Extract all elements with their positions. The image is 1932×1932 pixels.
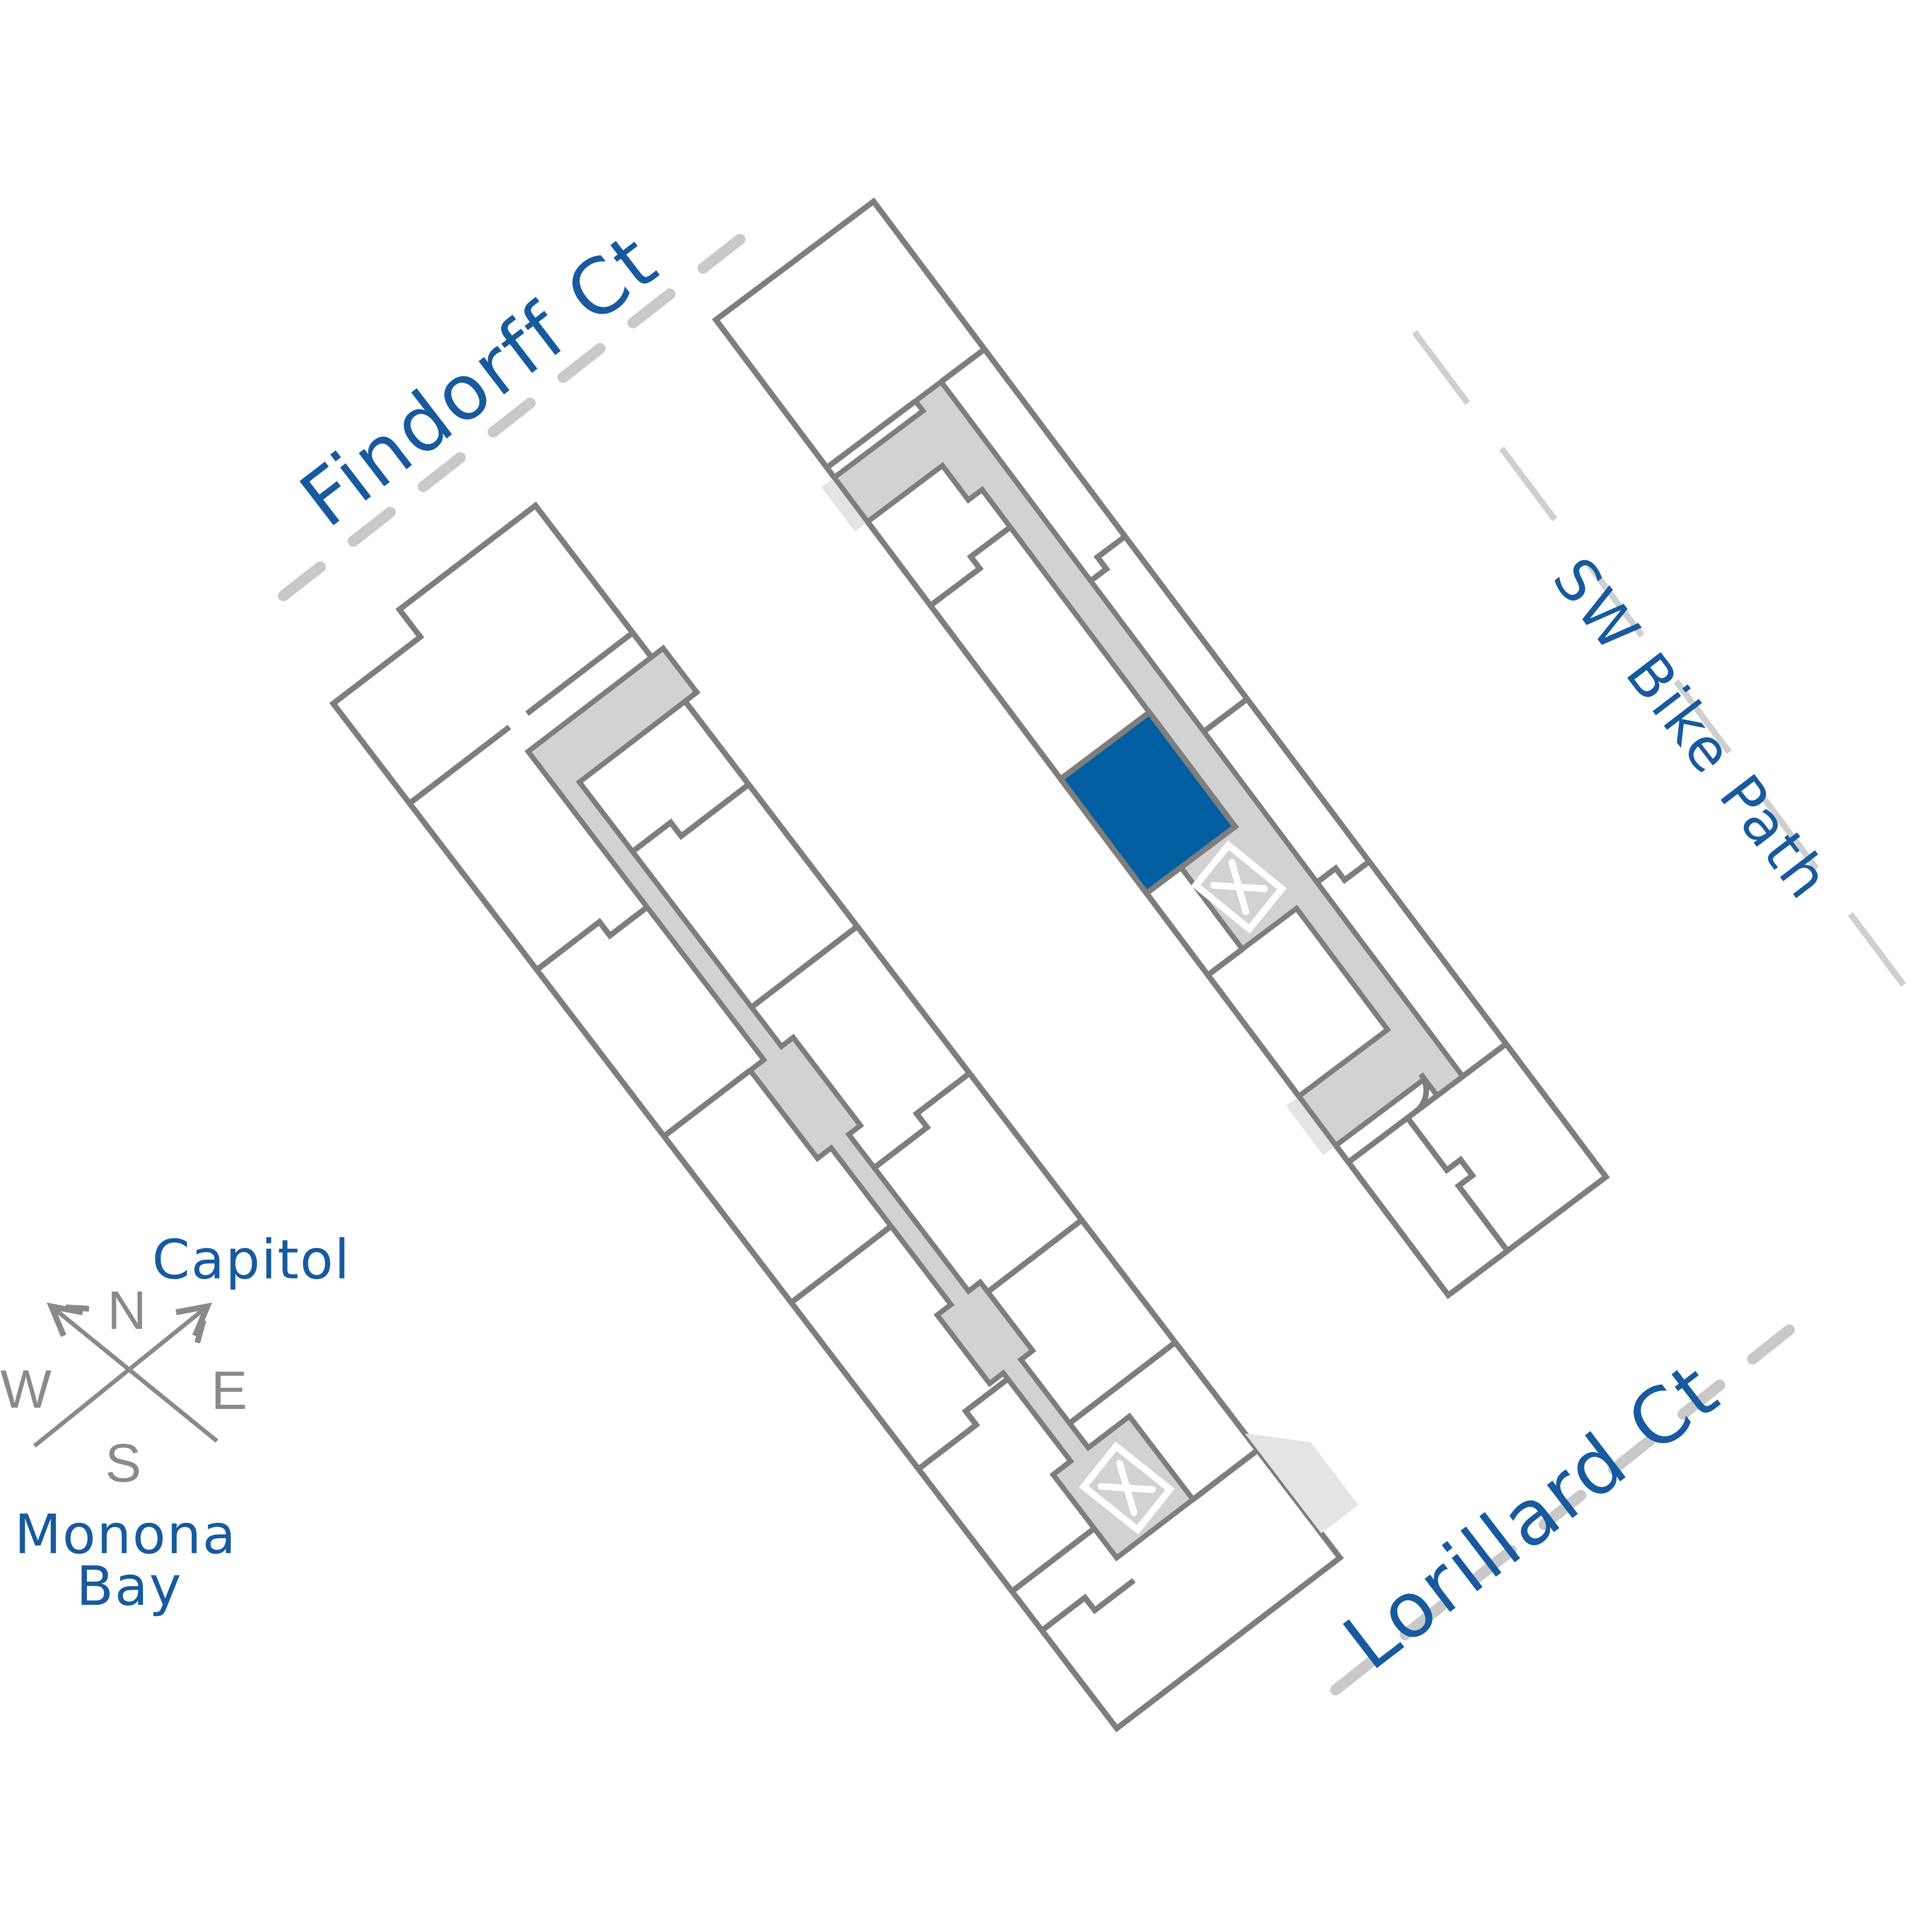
southwest-building — [329, 501, 1359, 1733]
capitol-label: Capitol — [152, 1228, 350, 1291]
compass-s: S — [105, 1433, 141, 1493]
compass-w: W — [0, 1359, 51, 1419]
unit-wall — [1347, 1041, 1508, 1165]
unit-wall — [1202, 697, 1249, 734]
elevator-x-icon — [1079, 1441, 1175, 1535]
compass-n: N — [107, 1280, 146, 1340]
northeast-building — [712, 197, 1610, 1299]
entry-plaza — [1245, 1433, 1359, 1534]
compass-arrow-northwest — [52, 1307, 218, 1443]
unit-wall — [1405, 1116, 1510, 1253]
unit-wall — [1010, 1526, 1096, 1594]
highlighted-unit[interactable] — [1056, 708, 1239, 897]
monona-bay-label-line1: Monona — [14, 1503, 237, 1566]
unit-wall — [631, 782, 751, 854]
unit-wall — [662, 1068, 752, 1139]
unit-wall — [1206, 947, 1244, 978]
compass-arrow-northeast — [33, 1307, 207, 1448]
unit-wall — [750, 924, 859, 1010]
unit-wall — [525, 630, 634, 716]
unit-wall — [1068, 1340, 1177, 1426]
unit-wall — [825, 398, 917, 470]
elevator-x-icon — [1191, 840, 1287, 934]
unit-wall — [917, 1376, 1010, 1471]
unit-wall — [1191, 1447, 1260, 1502]
unit-wall — [535, 905, 649, 972]
unit-wall — [939, 347, 986, 384]
compass-e: E — [211, 1360, 247, 1420]
unit-wall — [789, 1224, 893, 1305]
unit-wall — [1089, 534, 1127, 583]
compass: N W E S Capitol Monona Bay — [0, 1228, 350, 1618]
unit-wall — [929, 525, 1012, 608]
unit-wall — [1315, 859, 1371, 885]
curved-wall — [1413, 1072, 1429, 1114]
entry-walk — [821, 477, 868, 532]
findorff-ct-dash-line — [278, 213, 772, 602]
monona-bay-label-line2: Bay — [76, 1555, 182, 1618]
unit-wall — [986, 1218, 1084, 1294]
unit-wall — [1040, 1578, 1136, 1633]
unit-wall — [872, 1071, 971, 1170]
lorillard-ct-dash-line — [1330, 1315, 1807, 1696]
entry-walk — [1286, 1096, 1336, 1155]
unit-wall — [408, 724, 511, 806]
